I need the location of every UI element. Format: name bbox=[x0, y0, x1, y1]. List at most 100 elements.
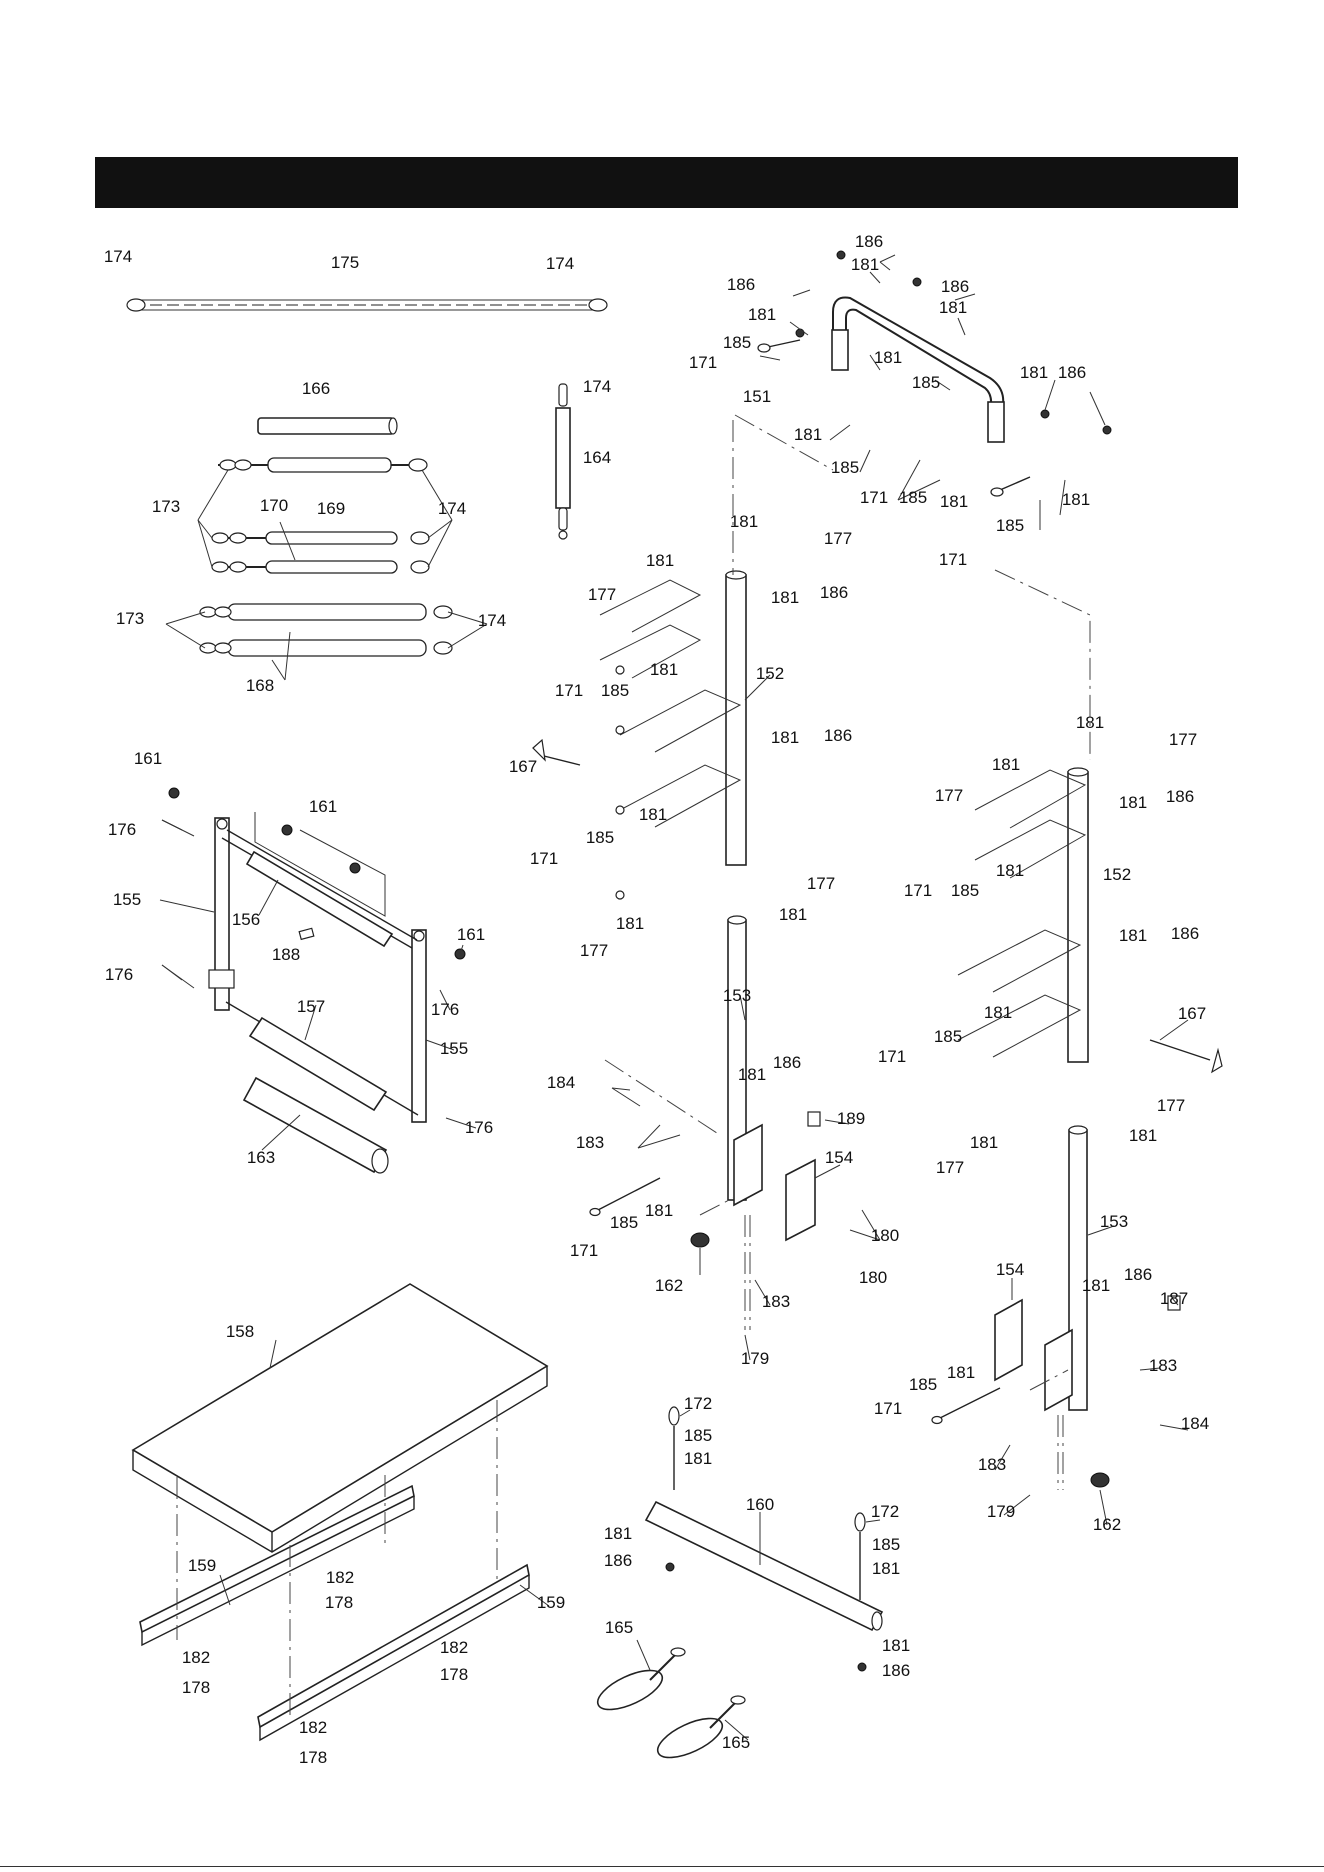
callout-c186i: 186 bbox=[1171, 924, 1199, 943]
callout-c171i: 171 bbox=[874, 1399, 902, 1418]
callout-c165a: 165 bbox=[605, 1618, 633, 1637]
callout-c185j: 185 bbox=[934, 1027, 962, 1046]
upper-hardware bbox=[757, 250, 1112, 497]
callout-c181c: 181 bbox=[939, 298, 967, 317]
callout-c171b: 171 bbox=[860, 488, 888, 507]
bench-leaders bbox=[219, 1339, 550, 1607]
callout-c183a: 183 bbox=[576, 1133, 604, 1152]
callout-c159b: 159 bbox=[537, 1593, 565, 1612]
callout-c162b: 162 bbox=[1093, 1515, 1121, 1534]
handle-165-right bbox=[656, 1695, 746, 1759]
post-152-left bbox=[725, 420, 747, 866]
callout-c177b: 177 bbox=[588, 585, 616, 604]
callout-c185l: 185 bbox=[684, 1426, 712, 1445]
right-hardware bbox=[931, 769, 1223, 1488]
upper-dashlines bbox=[734, 414, 1091, 760]
callout-c161b: 161 bbox=[309, 797, 337, 816]
callout-c178c: 178 bbox=[440, 1665, 468, 1684]
tube-157 bbox=[225, 1001, 419, 1116]
callout-c181s: 181 bbox=[1076, 713, 1104, 732]
callout-c178d: 178 bbox=[299, 1748, 327, 1767]
callout-c154a: 154 bbox=[825, 1148, 853, 1167]
right-dashlines bbox=[1029, 1369, 1069, 1490]
callout-c181i: 181 bbox=[730, 512, 758, 531]
frame-155-right bbox=[411, 929, 427, 1123]
callout-c181h: 181 bbox=[1062, 490, 1090, 509]
callout-c176a: 176 bbox=[108, 820, 136, 839]
callout-c181k: 181 bbox=[771, 588, 799, 607]
callout-c182d: 182 bbox=[299, 1718, 327, 1737]
callout-c171f: 171 bbox=[570, 1241, 598, 1260]
callout-c183d: 183 bbox=[978, 1455, 1006, 1474]
handle-165-left bbox=[596, 1647, 686, 1711]
bar-160 bbox=[644, 1406, 884, 1672]
callout-c185d: 185 bbox=[899, 488, 927, 507]
post-153-left bbox=[727, 915, 747, 1201]
callout-c171c: 171 bbox=[939, 550, 967, 569]
callout-c182a: 182 bbox=[326, 1568, 354, 1587]
callout-c188: 188 bbox=[272, 945, 300, 964]
nut-161a bbox=[168, 787, 180, 799]
bar-166 bbox=[257, 417, 398, 435]
callout-c156: 156 bbox=[232, 910, 260, 929]
bar-151 bbox=[831, 296, 1005, 443]
upper-leaders bbox=[759, 254, 1106, 530]
callout-c181z: 181 bbox=[1129, 1126, 1157, 1145]
callout-c178b: 178 bbox=[182, 1678, 210, 1697]
spring-168-lower bbox=[199, 639, 453, 657]
callout-c186g: 186 bbox=[773, 1053, 801, 1072]
callout-c182c: 182 bbox=[440, 1638, 468, 1657]
callout-c171a: 171 bbox=[689, 353, 717, 372]
callout-c177h: 177 bbox=[936, 1158, 964, 1177]
callout-c166: 166 bbox=[302, 379, 330, 398]
callout-c186b: 186 bbox=[727, 275, 755, 294]
nut-161b bbox=[281, 824, 293, 836]
callout-c181b: 181 bbox=[748, 305, 776, 324]
callout-c179b: 179 bbox=[987, 1502, 1015, 1521]
callout-c157: 157 bbox=[297, 997, 325, 1016]
callout-c167a: 167 bbox=[509, 757, 537, 776]
callout-c171d: 171 bbox=[555, 681, 583, 700]
callout-c186c: 186 bbox=[941, 277, 969, 296]
callout-c182b: 182 bbox=[182, 1648, 210, 1667]
callout-c177f: 177 bbox=[935, 786, 963, 805]
callout-c186j: 186 bbox=[1124, 1265, 1152, 1284]
callout-c177e: 177 bbox=[1169, 730, 1197, 749]
callout-c186a: 186 bbox=[855, 232, 883, 251]
callout-c181u: 181 bbox=[1119, 793, 1147, 812]
callout-c180a: 180 bbox=[871, 1226, 899, 1245]
callout-c167b: 167 bbox=[1178, 1004, 1206, 1023]
callout-c174b: 174 bbox=[546, 254, 574, 273]
spring-170-upper bbox=[211, 531, 430, 545]
callout-c172a: 172 bbox=[684, 1394, 712, 1413]
callout-c181x: 181 bbox=[984, 1003, 1012, 1022]
callout-c175: 175 bbox=[331, 253, 359, 272]
callout-c174e: 174 bbox=[478, 611, 506, 630]
callout-c181g: 181 bbox=[940, 492, 968, 511]
callout-c168: 168 bbox=[246, 676, 274, 695]
post-152-right bbox=[1067, 767, 1089, 1063]
callout-c174d: 174 bbox=[438, 499, 466, 518]
bracket-154-right bbox=[994, 1298, 1073, 1412]
left-hardware bbox=[532, 579, 821, 1248]
callout-c186d: 186 bbox=[1058, 363, 1086, 382]
callout-c186e: 186 bbox=[820, 583, 848, 602]
callout-c177g: 177 bbox=[1157, 1096, 1185, 1115]
callout-c181t: 181 bbox=[992, 755, 1020, 774]
callout-c158: 158 bbox=[226, 1322, 254, 1341]
callout-c152b: 152 bbox=[1103, 865, 1131, 884]
bracket-154-left bbox=[733, 1123, 816, 1242]
callout-c162a: 162 bbox=[655, 1276, 683, 1295]
callout-c181n: 181 bbox=[639, 805, 667, 824]
right-leaders bbox=[994, 1019, 1189, 1526]
callout-c181p: 181 bbox=[779, 905, 807, 924]
callout-c181f: 181 bbox=[794, 425, 822, 444]
callout-c161c: 161 bbox=[457, 925, 485, 944]
callout-c159a: 159 bbox=[188, 1556, 216, 1575]
callout-c165b: 165 bbox=[722, 1733, 750, 1752]
callout-c151: 151 bbox=[743, 387, 771, 406]
callout-c181w: 181 bbox=[1119, 926, 1147, 945]
callout-c181ac: 181 bbox=[684, 1449, 712, 1468]
callout-c181ab: 181 bbox=[947, 1363, 975, 1382]
callout-c173a: 173 bbox=[152, 497, 180, 516]
